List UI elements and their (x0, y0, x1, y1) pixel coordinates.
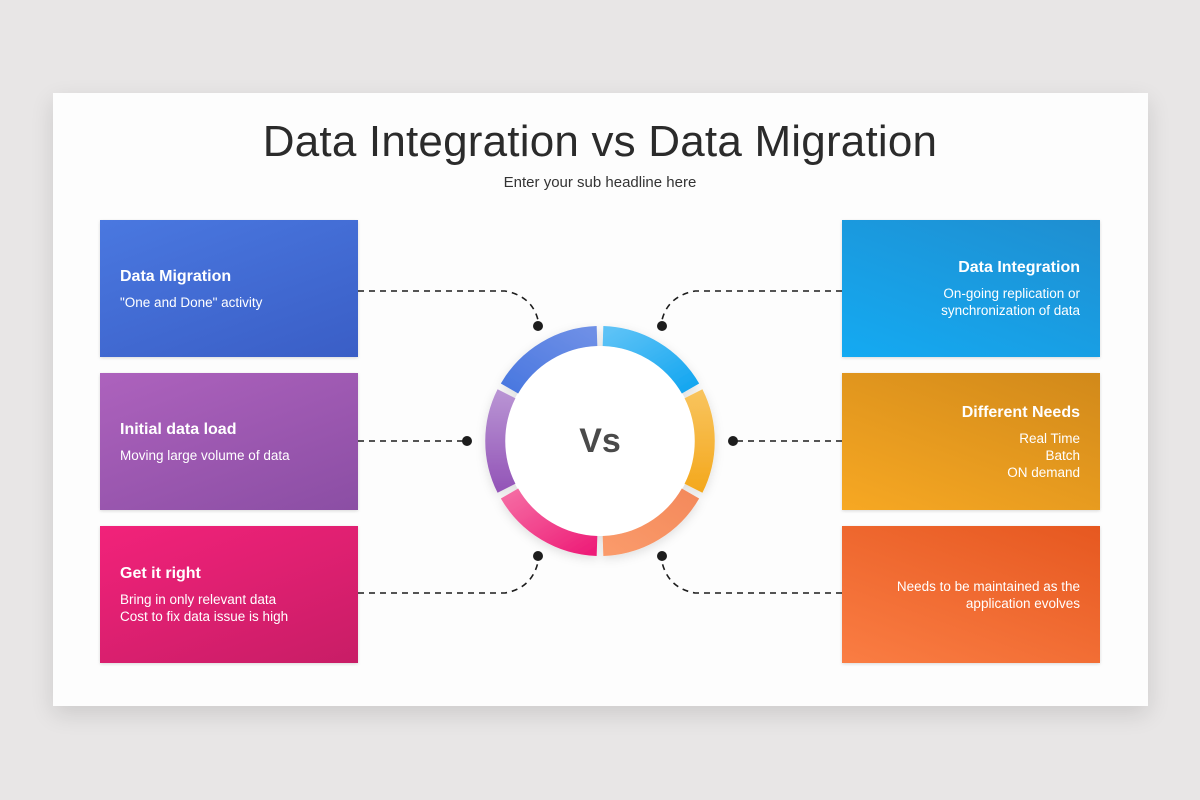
page-subtitle: Enter your sub headline here (503, 174, 697, 191)
card-line: Needs to be maintained as the (896, 578, 1080, 594)
card-title: Get it right (120, 565, 201, 582)
card-title: Initial data load (120, 420, 237, 438)
card-line: Cost to fix data issue is high (120, 609, 289, 624)
card-description: Bring in only relevant data Cost to fix … (120, 591, 358, 625)
card-line: synchronization of data (941, 303, 1080, 318)
card-line: Moving large volume of data (120, 447, 290, 463)
card-line: Batch (1045, 447, 1080, 463)
card-title: Data Integration (958, 259, 1080, 276)
card-maintenance: Needs to be maintained as the applicatio… (842, 526, 1100, 663)
card-description: "One and Done" activity (120, 294, 358, 311)
card-title: Data Migration (120, 267, 232, 285)
vs-label: Vs (579, 422, 621, 460)
card-description: Needs to be maintained as the applicatio… (842, 578, 1080, 612)
card-get-it-right: Get it right Bring in only relevant data… (100, 526, 358, 663)
card-line: Real Time (1019, 430, 1080, 446)
card-line: Bring in only relevant data (120, 592, 277, 607)
card-different-needs: Different Needs Real Time Batch ON deman… (842, 373, 1100, 510)
card-line: "One and Done" activity (120, 294, 263, 310)
card-initial-data-load: Initial data load Moving large volume of… (100, 373, 358, 510)
card-description: On-going replication or synchronization … (842, 285, 1080, 319)
card-title: Different Needs (961, 403, 1080, 421)
card-description: Moving large volume of data (120, 447, 358, 464)
card-line: ON demand (1007, 464, 1080, 480)
card-line: application evolves (965, 595, 1080, 611)
card-data-integration: Data Integration On-going replication or… (842, 220, 1100, 357)
card-line: On-going replication or (943, 286, 1080, 301)
card-data-migration: Data Migration "One and Done" activity (100, 220, 358, 357)
page-title: Data Integration vs Data Migration (262, 117, 938, 166)
card-description: Real Time Batch ON demand (842, 430, 1080, 481)
